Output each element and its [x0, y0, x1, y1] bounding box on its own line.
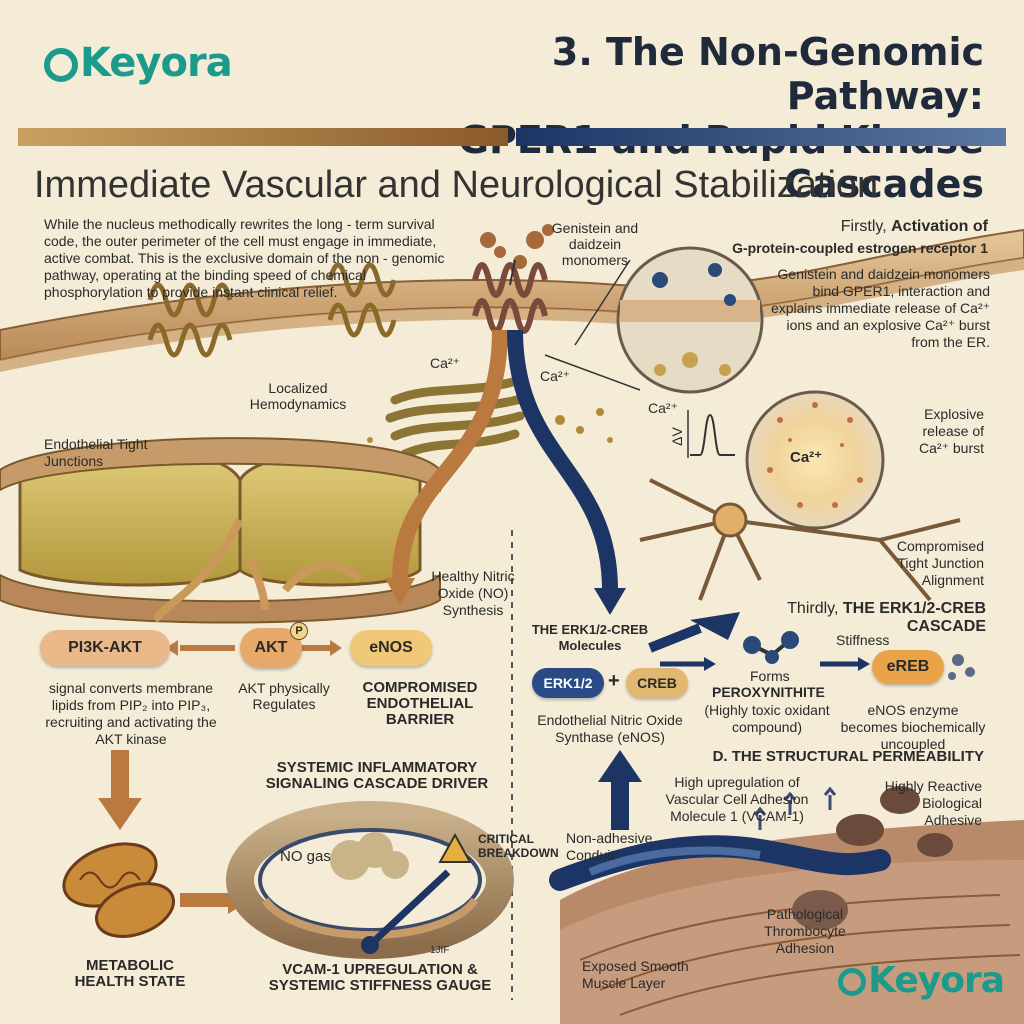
akt-node[interactable]: AKT — [240, 628, 302, 668]
voltage-label: ΔV — [668, 427, 685, 446]
third-step-lead: Thirdly, — [787, 600, 839, 617]
burst-label: Explosive release of Ca²⁺ burst — [919, 406, 984, 456]
structural-permeability-heading: D. THE STRUCTURAL PERMEABILITY — [712, 748, 984, 765]
genistein-label: Genistein and daidzein monomers — [551, 220, 639, 268]
erk-molecules-label: THE ERK1/2-CREB Molecules — [531, 622, 649, 653]
peroxynitrite-desc: (Highly toxic oxidant compound) — [704, 702, 830, 735]
gper1-receptor — [472, 262, 548, 334]
receptor-coil-left — [147, 282, 233, 358]
ca-burst-circle — [745, 390, 885, 530]
critical-breakdown-label: CRITICAL BREAKDOWN — [478, 832, 559, 860]
localized-hemodynamics-label: Localized Hemodynamics — [249, 380, 347, 412]
vcam-label: High upregulation of Vascular Cell Adhes… — [665, 774, 809, 824]
endoplasmic-reticulum — [385, 375, 530, 459]
brand-logo-footer[interactable]: Keyora — [838, 960, 1005, 1001]
title-divider-navy — [516, 128, 1006, 146]
mitochondria — [62, 842, 175, 938]
title-divider-bronze — [18, 128, 508, 146]
ca-label-3: Ca²⁺ — [648, 400, 678, 416]
compromised-barrier-label: COMPROMISED ENDOTHELIAL BARRIER — [362, 679, 478, 728]
key-icon — [44, 48, 78, 82]
page-subtitle: Immediate Vascular and Neurological Stab… — [34, 164, 879, 206]
genistein-molecules — [480, 224, 554, 269]
reactive-adhesive-label: Highly Reactive Biological Adhesive — [884, 778, 982, 828]
first-step-subtitle: G-protein-coupled estrogen receptor 1 — [732, 240, 988, 256]
forms-label: Forms — [750, 668, 790, 684]
brand-logo[interactable]: Keyora — [44, 40, 233, 86]
gauge-tick-label: 1JIF — [430, 945, 450, 956]
title-line-1: 3. The Non-Genomic Pathway: — [551, 30, 984, 118]
vessel-wall-tissue — [549, 786, 1024, 1024]
ereb-node[interactable]: eREB — [872, 650, 944, 684]
compromised-alignment-label: Compromised Tight Junction Alignment — [896, 538, 984, 588]
intro-paragraph: While the nucleus methodically rewrites … — [44, 216, 445, 300]
peroxynitrite-label: PEROXYNITHITE — [712, 684, 825, 700]
third-step-heading: Thirdly, THE ERK1/2-CREB CASCADE — [706, 600, 986, 636]
no-gas-label: NO gas — [280, 848, 331, 865]
erk-node[interactable]: ERK1/2 — [532, 668, 604, 698]
first-step-body: Genistein and daidzein monomers bind GPE… — [770, 266, 990, 350]
brand-name: Keyora — [80, 40, 233, 86]
plus-sign: + — [608, 670, 620, 692]
first-step-heading: Firstly, Activation of — [748, 218, 988, 236]
molecule-icon — [743, 631, 799, 664]
burst-center-label: Ca²⁺ — [790, 449, 823, 466]
metabolic-health-label: METABOLIC HEALTH STATE — [74, 957, 186, 990]
systemic-inflammatory-label: SYSTEMIC INFLAMMATORY SIGNALING CASCADE … — [265, 759, 489, 792]
receptor-coil-mid — [327, 262, 397, 338]
non-adhesive-label: Non-adhesive Conduit — [566, 830, 653, 863]
ca-label-2: Ca²⁺ — [540, 368, 570, 384]
creb-node[interactable]: CREB — [626, 668, 688, 698]
stiffness-label: Stiffness — [836, 632, 890, 648]
enos-node[interactable]: eNOS — [350, 630, 432, 666]
third-step-title: THE ERK1/2-CREB CASCADE — [842, 600, 986, 635]
first-step-lead: Firstly, — [840, 218, 887, 235]
brand-name-footer: Keyora — [868, 960, 1005, 1001]
akt-regulates-text: AKT physically Regulates — [238, 680, 330, 712]
thrombocyte-label: Pathological Thrombocyte Adhesion — [764, 906, 846, 956]
tight-junctions-label: Endothelial Tight Junctions — [44, 436, 148, 469]
phosphate-badge: P — [290, 622, 308, 640]
gauge-title: VCAM-1 UPREGULATION & SYSTEMIC STIFFNESS… — [268, 961, 492, 994]
key-icon-footer — [838, 968, 867, 996]
ca-label-1: Ca²⁺ — [430, 355, 460, 371]
pi3k-signal-text: signal converts membrane lipids from PIP… — [45, 680, 217, 747]
endothelial-cells — [0, 437, 441, 624]
warning-triangle — [438, 832, 472, 863]
gauge-needle — [367, 869, 451, 948]
first-step-title: Activation of — [891, 218, 988, 235]
healthy-no-label: Healthy Nitric Oxide (NO) Synthesis — [431, 568, 515, 618]
smooth-muscle-label: Exposed Smooth Muscle Layer — [582, 958, 689, 991]
enos-synthase-label: Endothelial Nitric Oxide Synthase (eNOS) — [537, 712, 683, 745]
bronze-pathway-arrow — [392, 329, 508, 581]
pi3k-akt-node[interactable]: PI3K-AKT — [40, 630, 170, 666]
uncoupled-label: eNOS enzyme becomes biochemically uncoup… — [840, 702, 986, 752]
